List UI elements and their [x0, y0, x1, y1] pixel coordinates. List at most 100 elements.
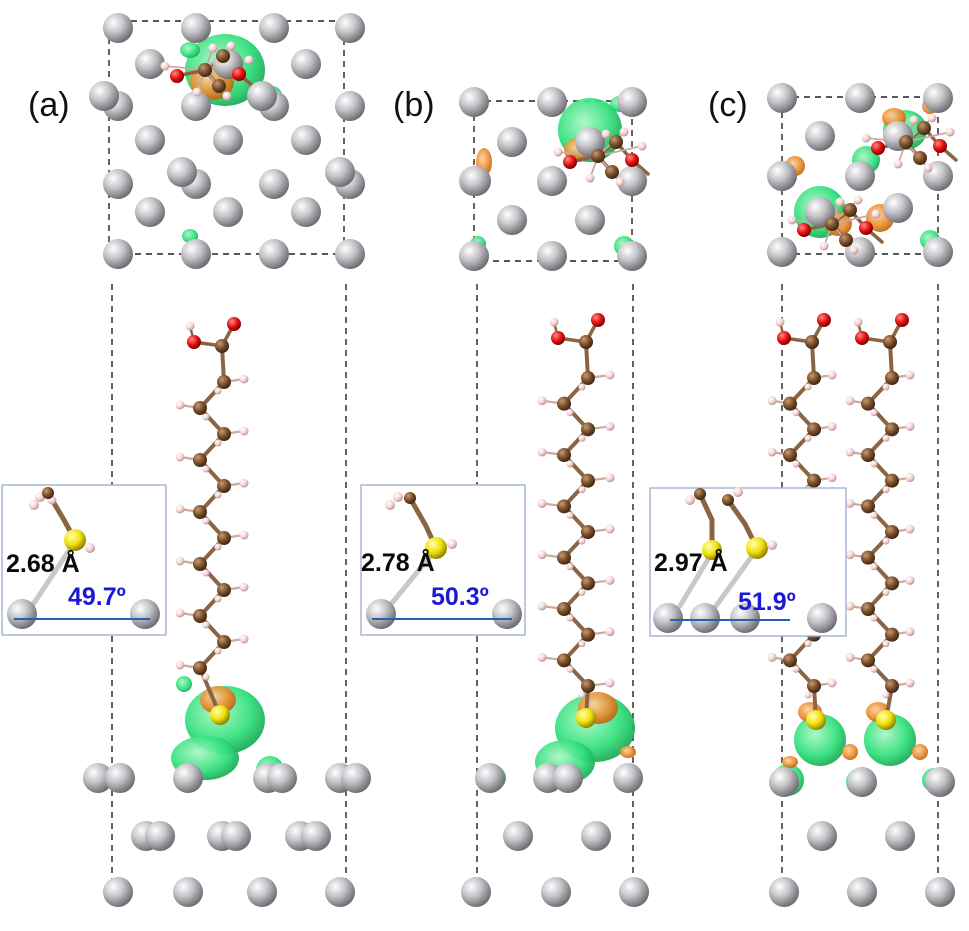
hydrogen-atom [845, 601, 855, 611]
sulfur-atom [425, 537, 447, 559]
hydrogen-atom [175, 556, 185, 566]
metal-atom [497, 205, 527, 235]
carbon-atom [843, 203, 857, 217]
hydrogen-atom [871, 209, 881, 219]
metal-atom [767, 83, 797, 113]
carbon-atom [557, 396, 571, 411]
bond-insets [1, 484, 847, 637]
metal-atom [845, 83, 875, 113]
hydrogen-atom [882, 537, 890, 545]
hydrogen-atom [226, 41, 236, 51]
metal-atom [103, 239, 133, 269]
oxygen-atom [591, 313, 605, 327]
carbon-atom [198, 63, 212, 77]
hydrogen-atom [845, 652, 855, 662]
hydrogen-atom [909, 115, 919, 125]
hydrogen-atom [578, 383, 586, 391]
carbon-atom [861, 448, 875, 462]
oxygen-atom [170, 69, 184, 83]
metal-atom [767, 161, 797, 191]
hydrogen-atom [827, 678, 837, 688]
metal-atom [845, 237, 875, 267]
carbon-atom [783, 396, 797, 411]
hydrogen-atom [905, 370, 915, 380]
carbon-atom [404, 492, 416, 504]
metal-atom [923, 83, 953, 113]
hydrogen-atom [239, 634, 249, 644]
hydrogen-atom [214, 439, 222, 447]
carbon-atom [581, 525, 595, 539]
sulfur-atom [210, 705, 230, 725]
hydrogen-atom [578, 691, 586, 699]
carbon-atom [885, 576, 899, 591]
hydrogen-atom [202, 673, 210, 681]
hydrogen-atom [870, 665, 878, 673]
hydrogen-atom [175, 660, 185, 670]
carbon-atom [885, 422, 899, 437]
charge-depletion-lobe [842, 744, 858, 760]
hydrogen-atom [566, 563, 574, 571]
sulfur-atom [576, 708, 596, 728]
panel-label-c: (c) [708, 86, 748, 124]
carbon-atom [217, 427, 231, 441]
metal-atom [213, 125, 243, 155]
inset-s-metal-bond [389, 551, 435, 606]
metal-atom [807, 603, 837, 633]
hydrogen-atom [792, 460, 800, 468]
oxygen-atom [933, 139, 947, 153]
oxygen-atom [855, 331, 869, 345]
carbon-atom [42, 487, 54, 499]
charge-depletion-lobe [620, 746, 636, 758]
hydrogen-atom [835, 197, 845, 207]
bond [831, 213, 877, 225]
hydrogen-atom [566, 409, 574, 417]
hydrogen-atom [845, 396, 855, 406]
carbon-atom [885, 679, 899, 693]
hydrogen-atom [849, 245, 859, 255]
carbon-atom [557, 653, 571, 668]
carbon-atom [807, 422, 821, 437]
hydrogen-atom [192, 87, 202, 97]
metal-atom [459, 241, 489, 271]
carbon-atom [605, 165, 619, 179]
carbon-atom [722, 494, 734, 506]
carbon-atom [807, 473, 821, 488]
hydrogen-atom [637, 141, 647, 151]
hydrogen-atom [214, 595, 222, 603]
metal-atom [537, 166, 567, 196]
tilt-angle-b: 50.3º [431, 583, 489, 611]
hydrogen-atom [945, 127, 955, 137]
hydrogen-atom [792, 665, 800, 673]
charge-depletion-lobe [912, 744, 928, 760]
oxygen-atom [187, 335, 201, 349]
hydrogen-atom [775, 317, 785, 327]
metal-atom [923, 237, 953, 267]
metal-atom [325, 157, 355, 187]
hydrogen-atom [549, 317, 559, 327]
metal-atom [459, 87, 489, 117]
metal-atom [247, 877, 277, 907]
hydrogen-atom [882, 588, 890, 596]
hydrogen-atom [861, 133, 871, 143]
carbon-atom [839, 233, 853, 247]
hydrogen-atom [804, 640, 812, 648]
carbon-atom [807, 371, 821, 385]
hydrogen-atom [853, 317, 863, 327]
metal-atom [475, 763, 505, 793]
hydrogen-atom [905, 421, 915, 431]
metal-atom [541, 877, 571, 907]
metal-atom [301, 821, 331, 851]
hydrogen-atom [214, 543, 222, 551]
metal-atom [291, 49, 321, 79]
metal-atom [690, 603, 720, 633]
hydrogen-atom [214, 647, 222, 655]
hydrogen-atom [244, 55, 254, 65]
oxygen-atom [232, 67, 246, 81]
hydrogen-atom [239, 582, 249, 592]
carbon-atom [193, 661, 207, 675]
hydrogen-atom [601, 129, 611, 139]
metal-atom [259, 169, 289, 199]
carbon-atom [807, 679, 821, 693]
metal-atom [135, 49, 165, 79]
carbon-atom [581, 576, 595, 591]
